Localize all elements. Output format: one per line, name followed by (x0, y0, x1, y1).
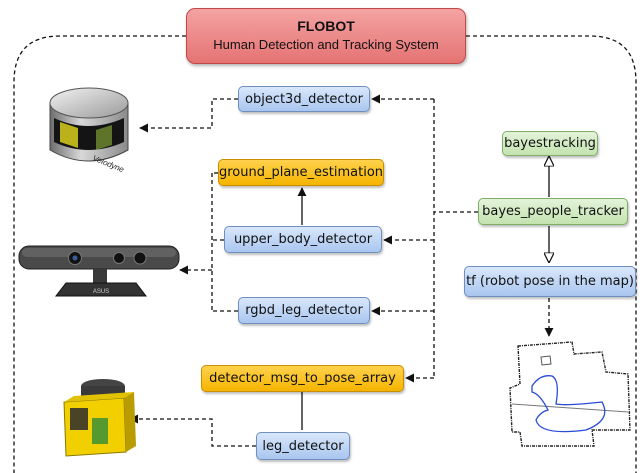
system-title: FLOBOT (297, 18, 355, 34)
occupancy-map-icon (509, 341, 631, 447)
system-title-box: FLOBOT Human Detection and Tracking Syst… (186, 8, 466, 64)
camera-brand-label: ASUS (93, 289, 109, 295)
system-subtitle: Human Detection and Tracking System (213, 37, 439, 52)
node-upper-body-detector: upper_body_detector (224, 226, 382, 253)
dashed-connections (129, 94, 554, 447)
node-tf-robot-pose: tf (robot pose in the map) (464, 266, 636, 297)
edge-object3d-to-lidar (139, 98, 238, 133)
node-bayes-people-tracker: bayes_people_tracker (478, 198, 628, 225)
lidar-sensor-icon: Velodyne (49, 87, 129, 174)
system-boundary (13, 35, 637, 473)
depth-camera-icon: ASUS (18, 245, 180, 297)
node-object3d-detector: object3d_detector (238, 86, 370, 112)
node-rgbd-leg-detector: rgbd_leg_detector (238, 297, 370, 324)
connections (297, 157, 549, 430)
node-bayestracking: bayestracking (502, 131, 598, 156)
node-detector-msg-to-pose-array: detector_msg_to_pose_array (201, 365, 404, 392)
edge-legdetector-to-laser (129, 414, 256, 447)
node-leg-detector: leg_detector (256, 432, 350, 460)
laser-scanner-icon (63, 379, 136, 457)
node-ground-plane-estimation: ground_plane_estimation (218, 159, 384, 186)
